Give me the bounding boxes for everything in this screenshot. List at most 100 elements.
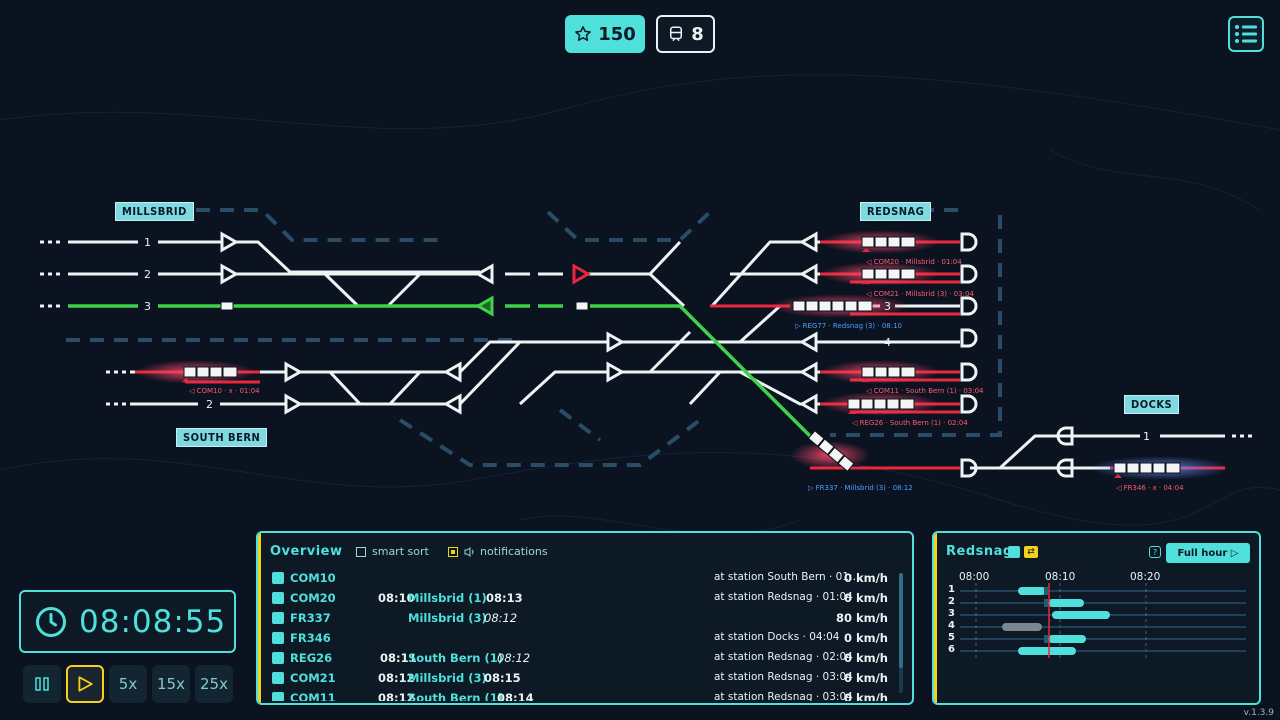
timeline-tick: 08:10 (1045, 571, 1076, 583)
train-fr346 (1113, 462, 1181, 474)
smart-sort-label: smart sort (372, 545, 429, 558)
timeline-tick: 08:00 (959, 571, 990, 583)
train-counter[interactable]: 8 (656, 15, 715, 53)
marker-millsbrid-3 (220, 301, 234, 311)
train-icon (272, 652, 284, 664)
platform-label: 4 (948, 620, 955, 631)
marker-route-3 (575, 301, 589, 311)
panel-accent-bar (258, 533, 261, 703)
terrain-contours (0, 74, 1280, 535)
station-label-docks[interactable]: Docks (1124, 395, 1180, 414)
pause-icon (35, 677, 49, 691)
overview-title: Overview (270, 544, 343, 559)
caption-fr337: ▷ FR337 · Millsbrid (3) · 08:12 (808, 484, 913, 492)
panel-accent-bar (934, 533, 937, 703)
train-fr337 (807, 430, 855, 472)
platform-label: 5 (948, 632, 955, 643)
track-number-redsnag-3: 3 (884, 300, 891, 313)
star-icon (575, 26, 592, 41)
full-hour-button[interactable]: Full hour ▷ (1166, 543, 1250, 563)
notifications-label: notifications (480, 545, 548, 558)
track-number-millsbrid-1: 1 (144, 236, 151, 249)
timeline-tick: 08:20 (1130, 571, 1161, 583)
list-menu-icon (1235, 25, 1257, 43)
game-clock: 08:08:55 (19, 590, 236, 653)
caption-reg26: ◁ REG26 · South Bern (1) · 02:04 (852, 419, 968, 427)
caption-reg77: ▷ REG77 · Redsnag (3) · 08:10 (795, 322, 902, 330)
smart-sort-toggle[interactable]: smart sort (356, 545, 429, 558)
station-label-millsbrid[interactable]: Millsbrid (115, 202, 194, 221)
platform-label: 6 (948, 644, 955, 655)
track-number-millsbrid-2: 2 (144, 268, 151, 281)
active-route (68, 304, 812, 438)
caption-com20: ◁ COM20 · Millsbrid · 01:04 (866, 258, 962, 266)
train-icon (670, 26, 683, 42)
menu-button[interactable] (1228, 16, 1264, 52)
version-label: v.1.3.9 (1243, 708, 1274, 718)
track-number-millsbrid-3: 3 (144, 300, 151, 313)
notifications-toggle[interactable]: notifications (448, 545, 548, 558)
overview-scrollbar[interactable] (899, 573, 903, 693)
track-number-docks-1: 1 (1143, 430, 1150, 443)
station-label-redsnag[interactable]: Redsnag (860, 202, 932, 221)
speed-15x-button[interactable]: 15x (152, 665, 190, 703)
train-icon (272, 632, 284, 644)
pause-button[interactable] (23, 665, 61, 703)
station-timetable-panel: Redsnag ⇄ ? Full hour ▷ 08:00 08:10 08:2… (932, 531, 1261, 705)
notifications-checkbox[interactable] (448, 546, 458, 557)
signals[interactable] (220, 231, 818, 415)
train-icon (272, 672, 284, 684)
train-count-value: 8 (691, 23, 704, 45)
station-label-south-bern[interactable]: South Bern (176, 428, 268, 447)
train-reg26 (847, 398, 915, 410)
caption-com11: ◁ COM11 · South Bern (1) · 03:04 (866, 387, 984, 395)
train-com10 (183, 366, 238, 378)
play-button[interactable] (66, 665, 104, 703)
score-value: 150 (598, 23, 636, 45)
speed-25x-button[interactable]: 25x (195, 665, 233, 703)
timetable-station-title: Redsnag (946, 544, 1013, 559)
train-icon (272, 612, 284, 624)
platform-label: 1 (948, 584, 955, 595)
swap-arrows-icon[interactable]: ⇄ (1024, 546, 1038, 558)
train-com11 (861, 366, 916, 378)
occupied-tracks (135, 240, 1225, 470)
platform-label: 3 (948, 608, 955, 619)
clock-time: 08:08:55 (79, 603, 227, 640)
speed-5x-button[interactable]: 5x (109, 665, 147, 703)
speaker-icon (464, 546, 474, 557)
buffer-stops (960, 232, 1074, 478)
train-com21 (861, 268, 916, 280)
train-icon (272, 692, 284, 701)
red-light-markers (182, 248, 1122, 478)
clock-icon (36, 606, 66, 637)
train-reg77 (792, 300, 873, 312)
trains[interactable] (183, 236, 1181, 474)
smart-sort-checkbox[interactable] (356, 546, 366, 557)
track-stubs (40, 240, 1254, 438)
caption-com21: ◁ COM21 · Millsbrid (3) · 03:04 (866, 290, 974, 298)
train-icon (272, 572, 284, 584)
caption-com10: ◁ COM10 · x · 01:04 (189, 387, 260, 395)
help-icon[interactable]: ? (1149, 546, 1161, 558)
caption-fr346: ◁ FR346 · x · 04:04 (1116, 484, 1184, 492)
play-icon (78, 676, 93, 692)
track-number-redsnag-4: 4 (884, 336, 891, 349)
train-com20 (861, 236, 916, 248)
switch-station-icon[interactable] (1008, 546, 1020, 558)
platform-label: 2 (948, 596, 955, 607)
train-icon (272, 592, 284, 604)
score-counter[interactable]: 150 (565, 15, 645, 53)
track-number-south-bern-2: 2 (206, 398, 213, 411)
platform-timeline[interactable] (960, 583, 1250, 658)
scrollbar-thumb[interactable] (899, 573, 903, 668)
